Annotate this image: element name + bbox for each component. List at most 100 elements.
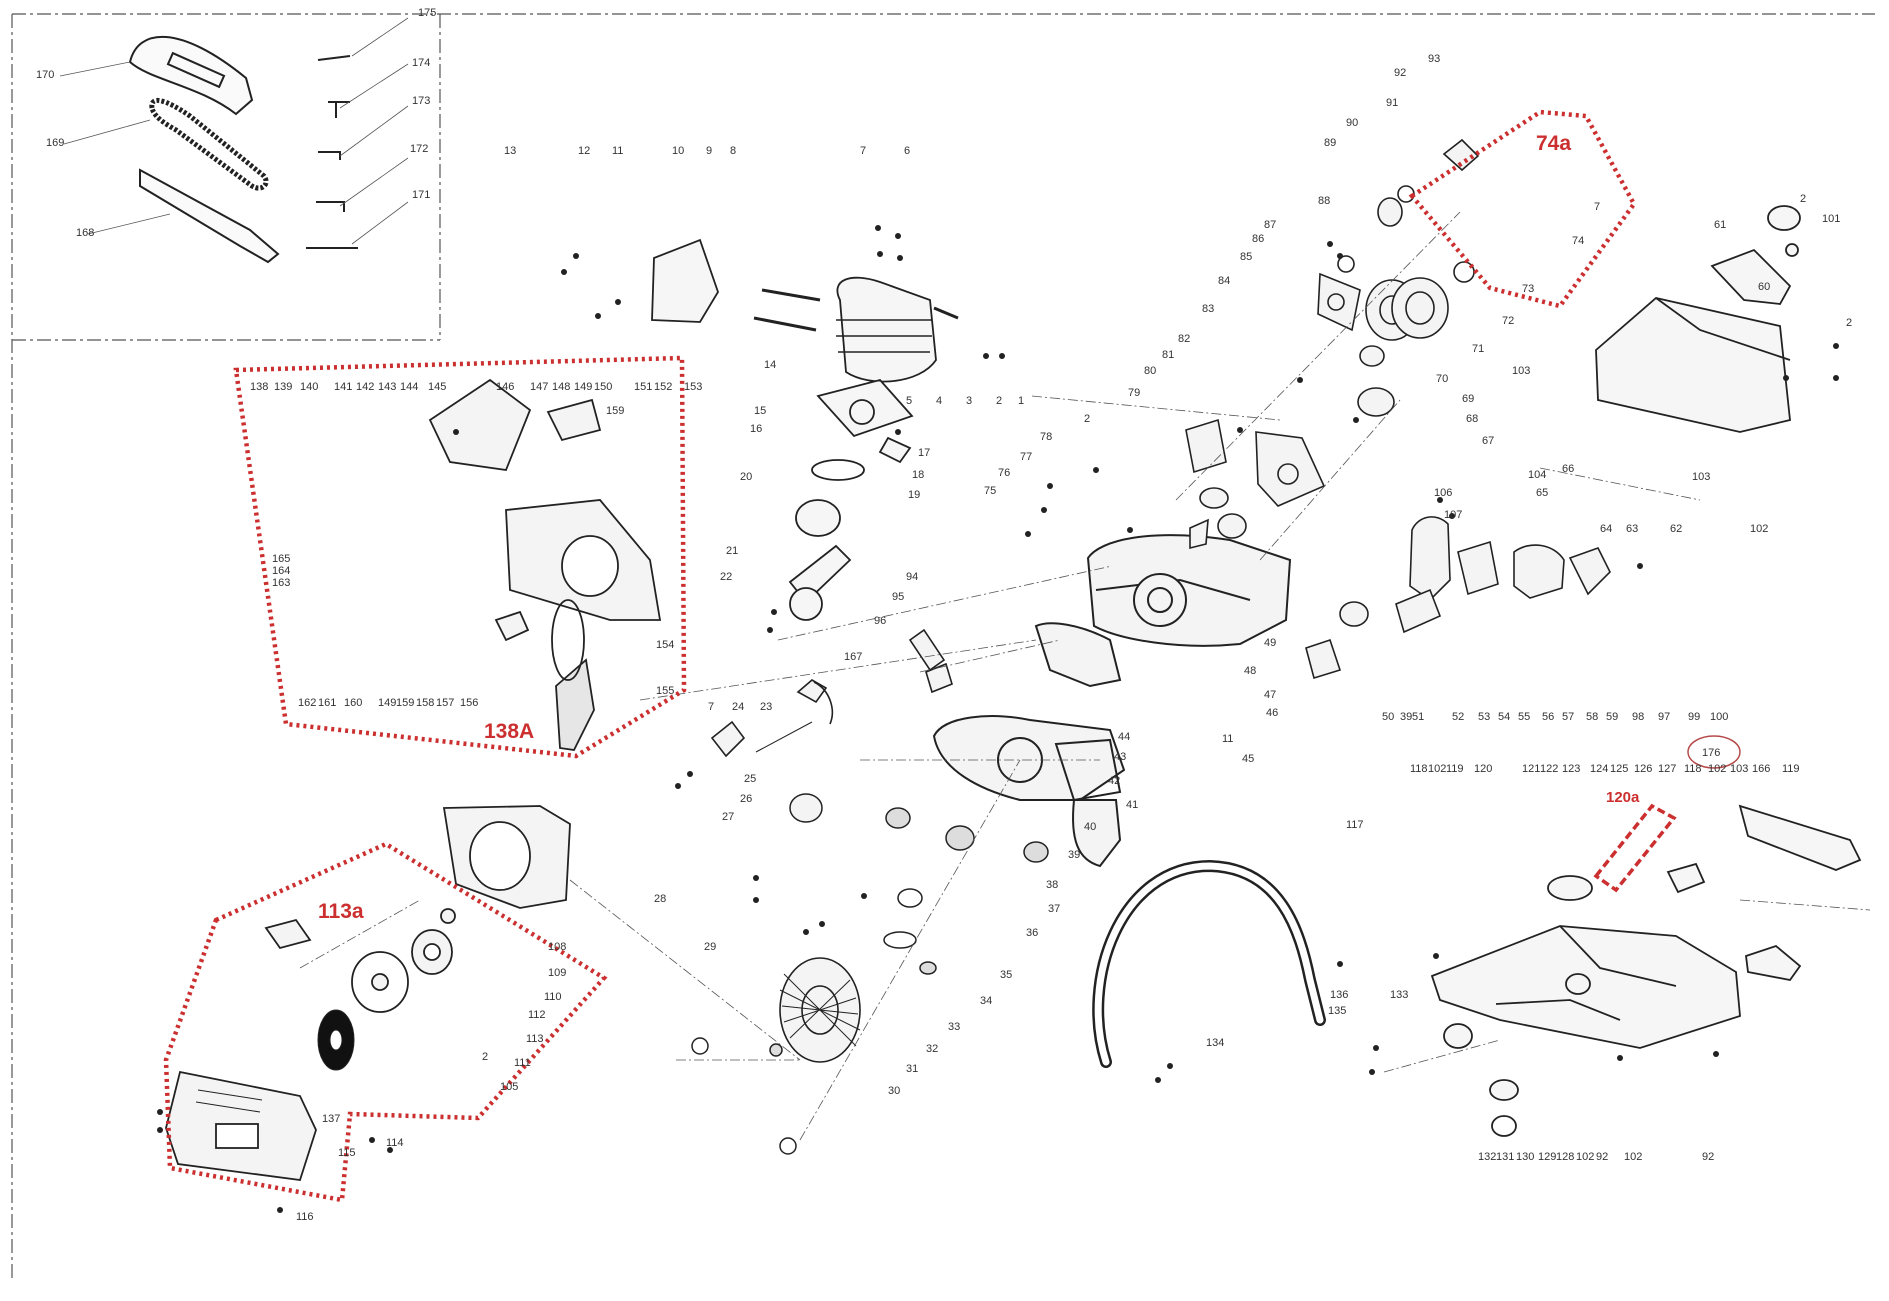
front-handle-inner xyxy=(1094,862,1324,1066)
part-number-label: 7 xyxy=(860,145,866,157)
part-number-label: 55 xyxy=(1518,711,1530,723)
part-number-label: 18 xyxy=(912,469,924,481)
part-number-label: 79 xyxy=(1128,387,1140,399)
part-number-label: 17 xyxy=(918,447,930,459)
part-number-label: 3 xyxy=(966,395,972,407)
part-number-label: 6 xyxy=(904,145,910,157)
part-number-label: 168 xyxy=(76,227,94,239)
part-number-label: 50 xyxy=(1382,711,1394,723)
part-number-label: 156 xyxy=(460,697,478,709)
part-number-label: 98 xyxy=(1632,711,1644,723)
part-number-label: 153 xyxy=(684,381,702,393)
part-number-label: 71 xyxy=(1472,343,1484,355)
part-number-label: 27 xyxy=(722,811,734,823)
part-number-label: 62 xyxy=(1670,523,1682,535)
part-number-label: 89 xyxy=(1324,137,1336,149)
part-number-label: 53 xyxy=(1478,711,1490,723)
part-number-label: 61 xyxy=(1714,219,1726,231)
part-number-label: 140 xyxy=(300,381,318,393)
part-number-label: 92 xyxy=(1596,1151,1608,1163)
clutch-cover xyxy=(428,378,662,751)
part-number-label: 32 xyxy=(926,1043,938,1055)
part-number-label: 105 xyxy=(500,1081,518,1093)
part-number-label: 141 xyxy=(334,381,352,393)
part-number-label: 102 xyxy=(1750,523,1768,535)
part-number-label: 95 xyxy=(892,591,904,603)
part-number-label: 2 xyxy=(1846,317,1852,329)
part-number-label: 39 xyxy=(1068,849,1080,861)
part-number-label: 75 xyxy=(984,485,996,497)
assembly-center-lines xyxy=(299,211,1871,1141)
part-number-label: 93 xyxy=(1428,53,1440,65)
part-number-label: 115 xyxy=(338,1147,356,1159)
part-number-label: 134 xyxy=(1206,1037,1224,1049)
part-number-label: 114 xyxy=(386,1137,404,1149)
part-number-label: 92 xyxy=(1394,67,1406,79)
part-number-label: 41 xyxy=(1126,799,1138,811)
part-number-label: 12 xyxy=(578,145,590,157)
part-number-label: 152 xyxy=(654,381,672,393)
part-number-label: 54 xyxy=(1498,711,1510,723)
part-number-label: 2 xyxy=(1084,413,1090,425)
part-number-label: 64 xyxy=(1600,523,1612,535)
part-number-label: 48 xyxy=(1244,665,1256,677)
part-number-label: 174 xyxy=(412,57,430,69)
part-number-label: 87 xyxy=(1264,219,1276,231)
part-number-label: 21 xyxy=(726,545,738,557)
part-number-label: 109 xyxy=(548,967,566,979)
part-number-label: 139 xyxy=(274,381,292,393)
part-number-label: 33 xyxy=(948,1021,960,1033)
part-number-label: 136 xyxy=(1330,989,1348,1001)
part-number-label: 39 xyxy=(1400,711,1412,723)
part-number-label: 85 xyxy=(1240,251,1252,263)
part-number-label: 81 xyxy=(1162,349,1174,361)
part-number-label: 77 xyxy=(1020,451,1032,463)
part-number-label: 131 xyxy=(1496,1151,1514,1163)
group-outline-120a xyxy=(1593,803,1677,893)
part-number-label: 40 xyxy=(1084,821,1096,833)
group-outline-74a xyxy=(1408,109,1637,309)
part-number-label: 149 xyxy=(378,697,396,709)
part-number-label: 73 xyxy=(1522,283,1534,295)
part-number-label: 66 xyxy=(1562,463,1574,475)
part-number-label: 90 xyxy=(1346,117,1358,129)
part-number-label: 2 xyxy=(1800,193,1806,205)
part-number-label: 160 xyxy=(344,697,362,709)
part-number-label: 76 xyxy=(998,467,1010,479)
part-number-label: 49 xyxy=(1264,637,1276,649)
part-number-label: 119 xyxy=(1446,763,1464,775)
part-number-label: 14 xyxy=(764,359,776,371)
bar-chain-tools-inset xyxy=(128,35,358,264)
group-outline-138A xyxy=(233,355,687,759)
part-number-label: 157 xyxy=(436,697,454,709)
part-number-label: 124 xyxy=(1590,763,1608,775)
part-number-label: 10 xyxy=(672,145,684,157)
part-number-label: 125 xyxy=(1610,763,1628,775)
part-number-label: 69 xyxy=(1462,393,1474,405)
part-number-label: 2 xyxy=(482,1051,488,1063)
part-number-label: 11 xyxy=(1222,733,1233,745)
inset-leader-lines xyxy=(59,17,409,245)
part-number-label: 103 xyxy=(1692,471,1710,483)
part-number-label: 91 xyxy=(1386,97,1398,109)
part-number-label: 31 xyxy=(906,1063,918,1075)
group-label-138A: 138A xyxy=(484,720,534,743)
small-hardware xyxy=(157,225,1839,1213)
part-number-label: 20 xyxy=(740,471,752,483)
cylinder-studs xyxy=(753,288,959,332)
part-number-label: 118 xyxy=(1410,763,1428,775)
group-circle-176 xyxy=(1687,735,1741,769)
part-number-label: 43 xyxy=(1114,751,1126,763)
part-number-label: 170 xyxy=(36,69,54,81)
part-number-label: 22 xyxy=(720,571,732,583)
part-number-label: 94 xyxy=(906,571,918,583)
part-number-label: 126 xyxy=(1634,763,1652,775)
recoil-spring xyxy=(317,1009,355,1071)
part-number-label: 42 xyxy=(1108,775,1120,787)
part-number-label: 175 xyxy=(418,7,436,19)
part-number-label: 102 xyxy=(1708,763,1726,775)
group-outline-113a xyxy=(163,841,608,1203)
